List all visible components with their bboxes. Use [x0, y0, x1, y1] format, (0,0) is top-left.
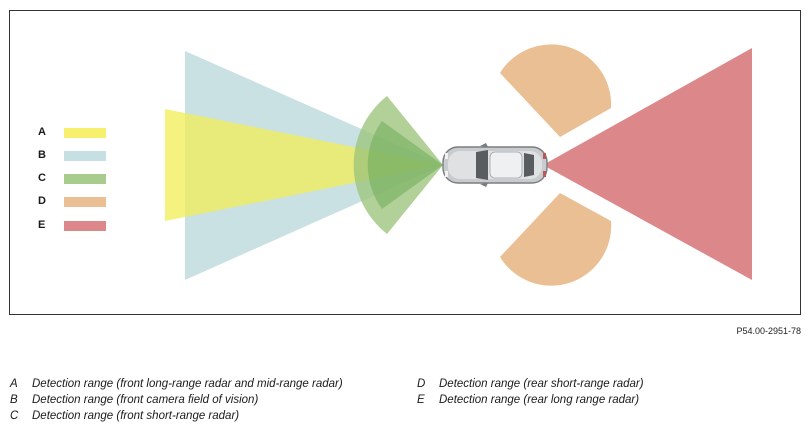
zone-e-rear-long-range: [543, 48, 752, 280]
detection-diagram: [165, 44, 752, 286]
legend-item-c: C: [38, 171, 128, 185]
legend-letter: A: [38, 126, 46, 138]
caption-item-a: A Detection range (front long-range radar…: [10, 376, 343, 392]
legend-swatch-e: [64, 221, 106, 231]
legend-letter: D: [38, 195, 46, 207]
caption-text: Detection range (front short-range radar…: [32, 410, 240, 422]
car-top-view: [442, 143, 548, 187]
legend-swatch-d: [64, 197, 106, 207]
legend-swatch-c: [64, 174, 106, 184]
caption-item-b: B Detection range (front camera field of …: [10, 392, 343, 408]
figure-code: P54.00-2951-78: [736, 326, 801, 336]
legend-item-e: E: [38, 218, 128, 232]
caption-item-c: C Detection range (front short-range rada…: [10, 408, 343, 424]
caption-letter: D: [417, 378, 426, 390]
legend-swatch-a: [64, 128, 106, 138]
legend-item-d: D: [38, 194, 128, 208]
legend-letter: C: [38, 172, 46, 184]
legend-letter: B: [38, 149, 46, 161]
caption-text: Detection range (rear long range radar): [439, 394, 640, 406]
caption-letter: C: [10, 410, 19, 422]
zone-c-front-short-range-inner: [367, 121, 443, 209]
caption-text: Detection range (front camera field of v…: [32, 394, 259, 406]
legend-letter: E: [38, 219, 46, 231]
caption-right: D Detection range (rear short-range radar…: [417, 376, 644, 408]
caption-item-d: D Detection range (rear short-range radar…: [417, 376, 644, 392]
caption-text: Detection range (front long-range radar …: [32, 378, 343, 390]
zone-d-rear-short-range-lower: [500, 193, 612, 286]
caption-item-e: E Detection range (rear long range radar): [417, 392, 644, 408]
legend-item-b: B: [38, 148, 128, 162]
zone-a-front-radar: [165, 109, 443, 221]
caption-left: A Detection range (front long-range radar…: [10, 376, 343, 424]
zone-d-rear-short-range-upper: [500, 44, 612, 137]
caption-text: Detection range (rear short-range radar): [439, 378, 644, 390]
diagram-frame: A B C D E: [9, 10, 801, 315]
legend-swatch-b: [64, 151, 106, 161]
caption-letter: A: [10, 378, 18, 390]
legend-item-a: A: [38, 125, 128, 139]
caption-letter: B: [10, 394, 18, 406]
caption-letter: E: [417, 394, 425, 406]
